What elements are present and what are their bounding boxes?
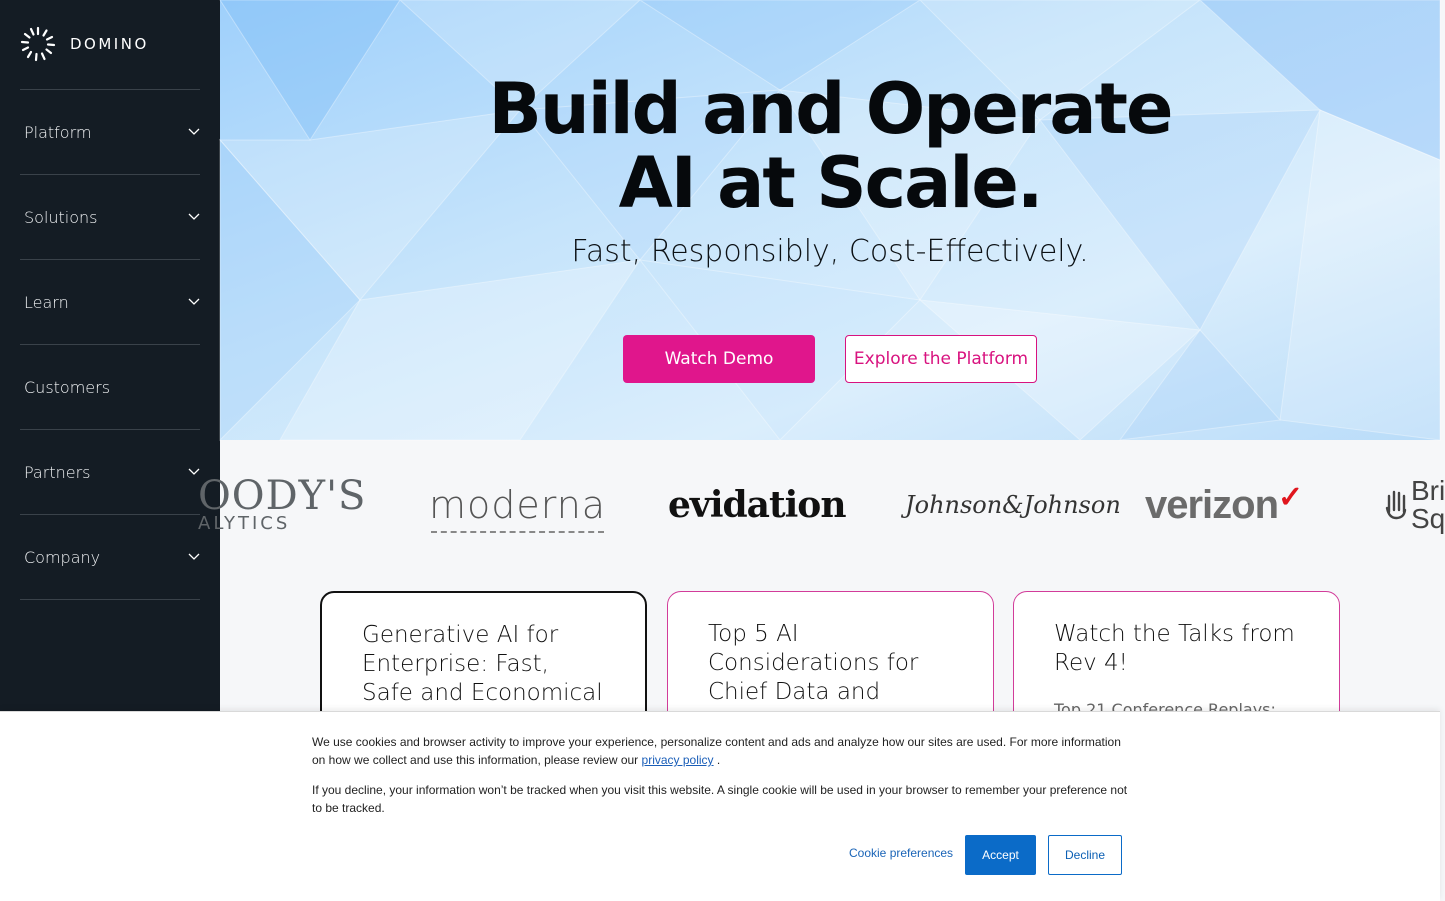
card-title: Watch the Talks from Rev 4! xyxy=(1054,621,1295,676)
hand-icon xyxy=(1385,490,1407,520)
bms-logo-text-top: Bri xyxy=(1411,475,1445,506)
sidebar-item-label: Company xyxy=(24,547,101,567)
sidebar-item-label: Customers xyxy=(24,377,111,397)
sidebar-item-solutions[interactable]: Solutions xyxy=(20,175,200,260)
watch-demo-button[interactable]: Watch Demo xyxy=(623,335,815,383)
sidebar-item-label: Learn xyxy=(24,292,69,312)
explore-platform-button[interactable]: Explore the Platform xyxy=(845,335,1037,383)
sidebar-nav: Platform Solutions Learn Customers Partn… xyxy=(20,89,200,600)
johnson-and-johnson-logo: Johnson&Johnson xyxy=(905,440,1121,570)
brand-name: DOMINO xyxy=(70,35,149,53)
moderna-logo-text: moderna xyxy=(429,483,607,527)
sidebar-item-learn[interactable]: Learn xyxy=(20,260,200,345)
cookie-text-1-body: We use cookies and browser activity to i… xyxy=(312,735,1121,767)
verizon-check-mark: ✓ xyxy=(1278,480,1303,514)
hero-subtitle: Fast, Responsibly, Cost-Effectively. xyxy=(571,234,1089,269)
chevron-down-icon xyxy=(188,468,200,475)
sidebar-item-label: Partners xyxy=(24,462,91,482)
hero-background-pattern xyxy=(218,0,1441,442)
sidebar-item-label: Platform xyxy=(24,122,92,142)
bristol-myers-squibb-logo: Bri Sq xyxy=(1385,440,1445,570)
chevron-down-icon xyxy=(188,553,200,560)
card-title: Generative AI for Enterprise: Fast, Safe… xyxy=(362,622,603,706)
cookie-preferences-link[interactable]: Cookie preferences xyxy=(849,846,954,860)
sidebar-item-label: Solutions xyxy=(24,207,98,227)
moodys-logo-text: OODY'S xyxy=(198,472,367,519)
bms-logo-text-bottom: Sq xyxy=(1411,503,1445,534)
hero-title-line1: Build and Operate xyxy=(488,68,1174,150)
domino-logo-icon xyxy=(20,26,56,62)
evidation-logo: evidation xyxy=(668,440,846,570)
verizon-logo-text: verizon xyxy=(1145,482,1279,527)
cookie-text-1: We use cookies and browser activity to i… xyxy=(312,733,1132,769)
cookie-text-2: If you decline, your information won’t b… xyxy=(312,783,1128,815)
verizon-logo: verizon✓ xyxy=(1145,440,1303,570)
customer-logos-strip: OODY'S ALYTICS moderna evidation Johnson… xyxy=(198,440,1445,570)
cookie-text-1-end: . xyxy=(716,753,721,767)
chevron-down-icon xyxy=(188,128,200,135)
sidebar-item-partners[interactable]: Partners xyxy=(20,430,200,515)
chevron-down-icon xyxy=(188,298,200,305)
chevron-down-icon xyxy=(188,213,200,220)
decline-cookies-button[interactable]: Decline xyxy=(1048,835,1122,875)
card-title: Top 5 AI Considerations for Chief Data a… xyxy=(708,621,919,705)
hero-title: Build and Operate AI at Scale. xyxy=(220,72,1440,220)
moodys-analytics-logo: OODY'S ALYTICS xyxy=(198,440,366,570)
privacy-policy-link[interactable]: privacy policy xyxy=(641,753,714,767)
hero-title-line2: AI at Scale. xyxy=(618,142,1044,224)
accept-cookies-button[interactable]: Accept xyxy=(965,835,1036,875)
sidebar-item-platform[interactable]: Platform xyxy=(20,90,200,175)
hero-section: Build and Operate AI at Scale. Fast, Res… xyxy=(218,0,1441,442)
jj-logo-text: Johnson&Johnson xyxy=(905,491,1121,519)
moderna-logo: moderna xyxy=(429,440,606,570)
sidebar-item-company[interactable]: Company xyxy=(20,515,200,600)
moodys-logo-subtext: ALYTICS xyxy=(198,512,291,534)
evidation-logo-text: evidation xyxy=(668,484,846,526)
brand-logo[interactable]: DOMINO xyxy=(20,26,149,62)
sidebar-item-customers[interactable]: Customers xyxy=(20,345,200,430)
cookie-consent-banner: We use cookies and browser activity to i… xyxy=(0,711,1440,901)
